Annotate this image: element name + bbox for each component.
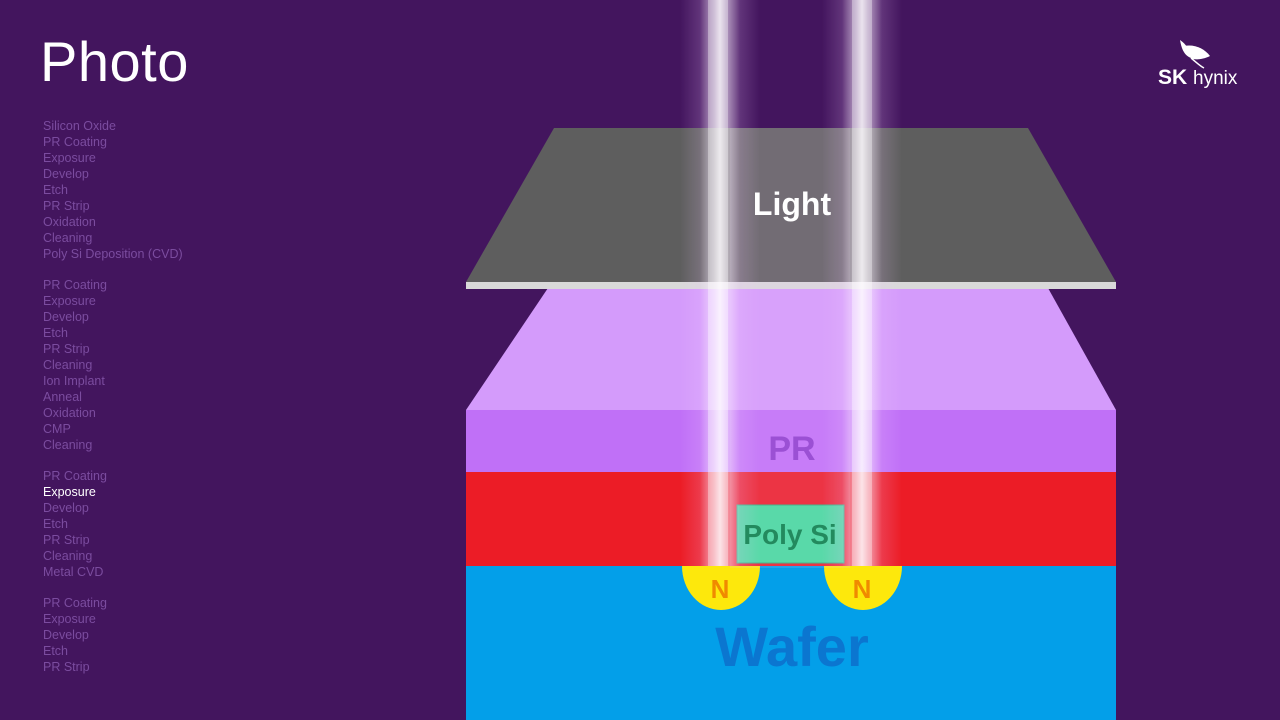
process-step: Anneal bbox=[43, 390, 82, 404]
pr-label: PR bbox=[768, 430, 815, 468]
process-step: Oxidation bbox=[43, 215, 96, 229]
process-step: Cleaning bbox=[43, 438, 93, 452]
light-beam-left bbox=[700, 0, 740, 566]
process-step: Develop bbox=[43, 310, 89, 324]
n-region-right bbox=[824, 566, 902, 610]
sk-hynix-logo: SK hynix bbox=[1150, 38, 1260, 98]
process-step: Develop bbox=[43, 167, 89, 181]
mask-label: Light bbox=[753, 186, 832, 222]
pr-layer-front bbox=[466, 410, 1116, 472]
process-step: Etch bbox=[43, 644, 69, 658]
photomask-plate bbox=[466, 128, 1116, 282]
process-step: Ion Implant bbox=[43, 374, 105, 388]
process-step: Oxidation bbox=[43, 406, 96, 420]
light-beam-left-core bbox=[708, 0, 728, 566]
poly-si-label: Poly Si bbox=[743, 519, 836, 550]
brand-hynix: hynix bbox=[1193, 68, 1238, 89]
process-step: PR Coating bbox=[43, 596, 107, 610]
brand-wordmark: SK hynix bbox=[1158, 66, 1237, 90]
process-step: Develop bbox=[43, 501, 89, 515]
butterfly-icon bbox=[1180, 40, 1210, 69]
light-beam-right-core bbox=[852, 0, 872, 566]
wafer-layer bbox=[466, 566, 1116, 720]
process-step: Cleaning bbox=[43, 231, 93, 245]
process-step: Exposure bbox=[43, 294, 96, 308]
process-step: PR Coating bbox=[43, 135, 107, 149]
page-title: Photo bbox=[40, 30, 189, 93]
process-step: Etch bbox=[43, 183, 69, 197]
photomask-edge bbox=[466, 282, 1116, 289]
n-left-label: N bbox=[711, 574, 730, 604]
process-step: PR Strip bbox=[43, 533, 90, 547]
process-step: Etch bbox=[43, 326, 69, 340]
process-step: PR Strip bbox=[43, 342, 90, 356]
process-step: Silicon Oxide bbox=[43, 119, 116, 133]
process-step: PR Coating bbox=[43, 278, 107, 292]
process-step-active: Exposure bbox=[43, 485, 96, 499]
process-step: Exposure bbox=[43, 612, 96, 626]
brand-sk: SK bbox=[1158, 66, 1188, 89]
pr-layer-top bbox=[466, 288, 1116, 410]
light-glow-center bbox=[730, 128, 850, 568]
process-step: CMP bbox=[43, 422, 71, 436]
wafer-label: Wafer bbox=[715, 615, 869, 678]
light-beam-right bbox=[842, 0, 882, 566]
process-step: Metal CVD bbox=[43, 565, 104, 579]
process-step: Cleaning bbox=[43, 358, 93, 372]
n-region-left bbox=[682, 566, 760, 610]
process-step: PR Strip bbox=[43, 660, 90, 674]
process-step: Develop bbox=[43, 628, 89, 642]
process-step: Poly Si Deposition (CVD) bbox=[43, 247, 183, 261]
process-step: Cleaning bbox=[43, 549, 93, 563]
process-step: Exposure bbox=[43, 151, 96, 165]
n-right-label: N bbox=[853, 574, 872, 604]
process-step: PR Strip bbox=[43, 199, 90, 213]
process-step: Etch bbox=[43, 517, 69, 531]
process-step: PR Coating bbox=[43, 469, 107, 483]
